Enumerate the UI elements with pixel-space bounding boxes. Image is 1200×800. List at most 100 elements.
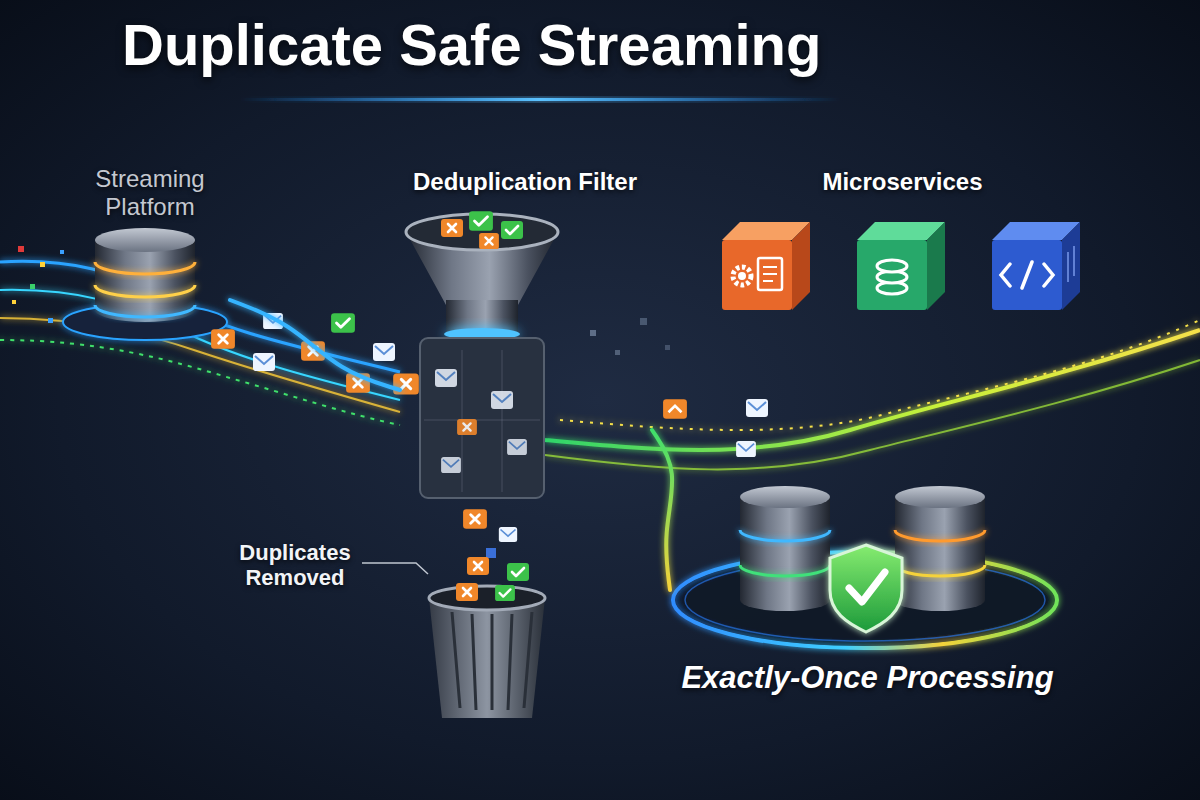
cylinder-band bbox=[95, 262, 195, 274]
bin-body bbox=[429, 598, 545, 718]
cube-side bbox=[792, 222, 810, 310]
doc-icon bbox=[763, 267, 777, 281]
stream-line bbox=[0, 290, 400, 400]
falling-duplicates bbox=[463, 509, 529, 581]
stream-line bbox=[560, 320, 1200, 430]
node-label: Duplicates Removed bbox=[225, 540, 365, 591]
service-cube bbox=[722, 222, 810, 310]
diagram-title: Duplicate Safe Streaming bbox=[122, 0, 821, 79]
service-cube bbox=[992, 222, 1080, 310]
cylinder-top bbox=[95, 228, 195, 252]
duplicate-message bbox=[457, 419, 477, 435]
duplicate-message bbox=[463, 509, 487, 529]
funnel-filter bbox=[406, 211, 558, 498]
filter-body bbox=[420, 338, 544, 498]
trash-bin bbox=[362, 563, 545, 718]
cylinder-body bbox=[95, 240, 195, 322]
cylinder-body bbox=[895, 497, 985, 611]
filter-node: Deduplication Filter bbox=[400, 165, 652, 505]
gear-icon bbox=[733, 267, 751, 285]
cylinder-top bbox=[740, 486, 830, 508]
cube-front bbox=[857, 240, 927, 310]
cylinder-band bbox=[895, 565, 985, 576]
valid-message bbox=[501, 221, 523, 239]
particle bbox=[12, 300, 16, 304]
valid-message bbox=[469, 211, 493, 231]
leader-line bbox=[362, 563, 428, 574]
stream-connector bbox=[652, 430, 672, 590]
message-envelopes bbox=[663, 399, 768, 457]
particle bbox=[640, 318, 647, 325]
particle bbox=[40, 262, 45, 267]
particle bbox=[486, 548, 496, 558]
check-mark bbox=[849, 572, 885, 602]
message bbox=[746, 399, 768, 417]
service-cube bbox=[857, 222, 945, 310]
cylinder-band bbox=[740, 565, 830, 576]
title-underline bbox=[240, 98, 840, 101]
database-cylinder bbox=[63, 228, 227, 340]
stream-line bbox=[0, 261, 400, 372]
doc-icon bbox=[758, 258, 782, 290]
valid-message bbox=[507, 563, 529, 581]
cylinder-band bbox=[95, 285, 195, 297]
filter-glow bbox=[426, 345, 538, 348]
duplicate-message bbox=[211, 329, 235, 349]
message bbox=[253, 353, 275, 371]
outgoing-streams bbox=[545, 320, 1200, 469]
stream-line bbox=[545, 360, 1200, 469]
node-label: Deduplication Filter bbox=[400, 168, 650, 196]
node-label: Streaming Platform bbox=[75, 165, 225, 220]
cylinder-band bbox=[95, 305, 195, 317]
bin-node: Duplicates Removed bbox=[220, 535, 560, 725]
message-envelopes bbox=[211, 313, 419, 395]
bin-rim bbox=[429, 586, 545, 610]
cylinder-top bbox=[895, 486, 985, 508]
cube-side bbox=[1062, 222, 1080, 310]
cylinder-band bbox=[895, 530, 985, 541]
node-label: Exactly-Once Processing bbox=[670, 660, 1065, 696]
particle bbox=[615, 350, 620, 355]
code-icon bbox=[1001, 262, 1053, 288]
particle bbox=[665, 345, 670, 350]
message bbox=[435, 369, 457, 387]
cube-front bbox=[722, 240, 792, 310]
cube-side bbox=[927, 222, 945, 310]
stream-connector bbox=[230, 300, 400, 390]
duplicate-message bbox=[441, 219, 463, 237]
services-node: Microservices bbox=[710, 165, 1097, 315]
message bbox=[507, 439, 527, 455]
particle bbox=[30, 284, 35, 289]
shield-icon bbox=[830, 545, 902, 632]
bin-ribs bbox=[452, 612, 532, 710]
storage-node: Exactly-Once Processing bbox=[670, 478, 1067, 715]
particle bbox=[590, 330, 596, 336]
message bbox=[736, 441, 756, 457]
duplicate-message bbox=[479, 233, 499, 249]
particle bbox=[48, 318, 53, 323]
valid-message bbox=[331, 313, 355, 333]
cube-front bbox=[992, 240, 1062, 310]
panel-lines bbox=[424, 350, 540, 492]
message bbox=[491, 391, 513, 409]
message bbox=[441, 457, 461, 473]
duplicate-message bbox=[467, 557, 489, 575]
duplicate-message bbox=[456, 583, 478, 601]
database-node: Streaming Platform bbox=[70, 160, 230, 335]
message bbox=[663, 399, 687, 419]
duplicate-message bbox=[393, 374, 419, 395]
gear-icon bbox=[738, 272, 746, 280]
cube-detail bbox=[1068, 246, 1074, 282]
cylinder-body bbox=[740, 497, 830, 611]
cylinder-band bbox=[740, 530, 830, 541]
stream-line bbox=[0, 340, 400, 425]
node-label: Microservices bbox=[710, 168, 1095, 196]
db-icon bbox=[877, 260, 907, 272]
incoming-streams bbox=[0, 261, 400, 425]
particle bbox=[60, 250, 64, 254]
valid-message bbox=[495, 585, 515, 601]
storage-group bbox=[673, 486, 1057, 648]
message bbox=[499, 527, 517, 542]
particle bbox=[18, 246, 24, 252]
